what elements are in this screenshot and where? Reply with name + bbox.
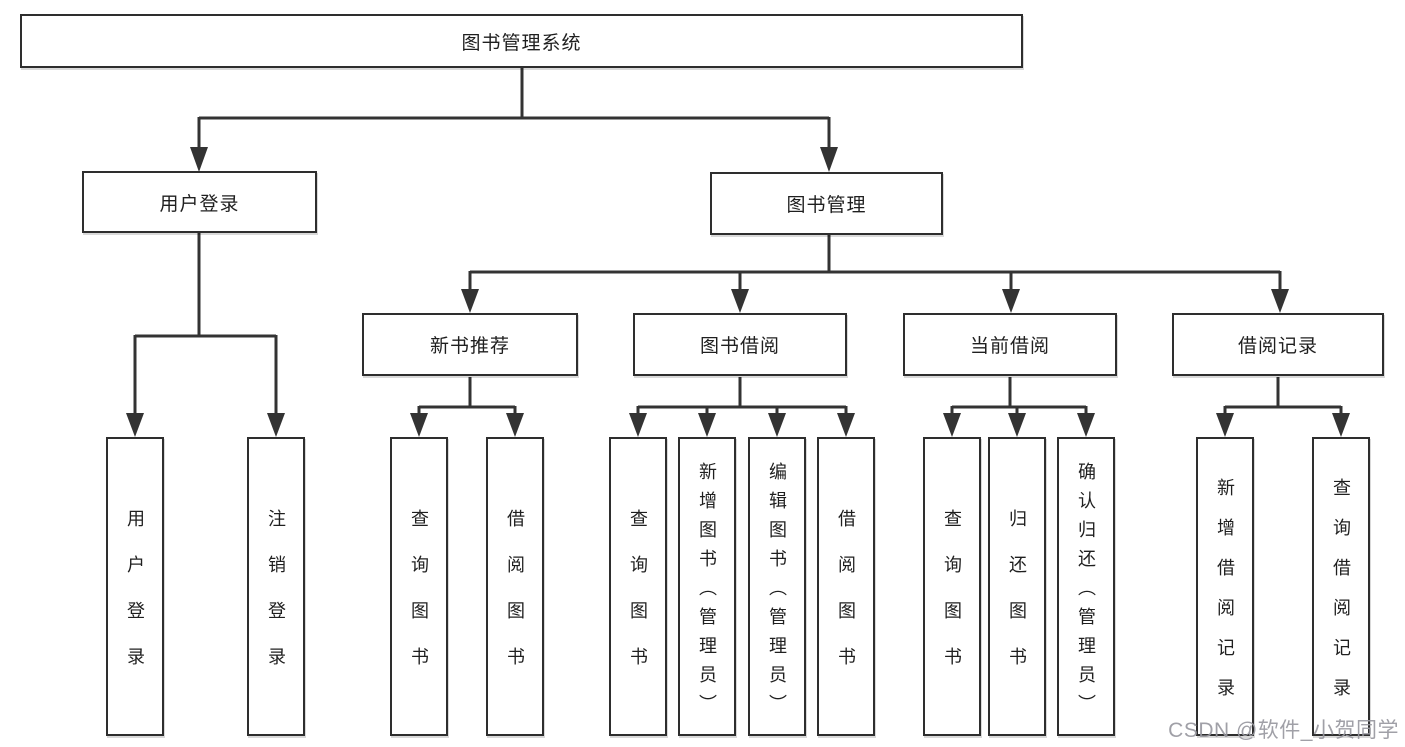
node-user-login: 用户登录 (82, 171, 317, 233)
leaf-borrow-borrow-books-label: 借阅图书 (836, 508, 856, 693)
leaf-borrow-edit-books-admin: 编辑图书（管理员） (748, 437, 806, 736)
leaf-logout-label: 注销登录 (266, 508, 286, 693)
watermark: CSDN @软件_小贺同学 (1168, 719, 1399, 742)
leaf-borrow-borrow-books: 借阅图书 (817, 437, 875, 736)
leaf-logout: 注销登录 (247, 437, 305, 736)
node-borrow-records: 借阅记录 (1172, 313, 1384, 376)
node-root: 图书管理系统 (20, 14, 1023, 68)
node-root-label: 图书管理系统 (461, 32, 582, 54)
node-book-borrow: 图书借阅 (633, 313, 847, 376)
leaf-current-return-books: 归还图书 (988, 437, 1046, 736)
leaf-borrow-edit-books-admin-label: 编辑图书（管理员） (767, 461, 787, 723)
leaf-borrow-add-books-admin-label: 新增图书（管理员） (697, 461, 717, 723)
node-current-borrow-label: 当前借阅 (969, 336, 1050, 357)
leaf-user-login-label: 用户登录 (125, 508, 145, 693)
leaf-borrow-query-books-label: 查询图书 (628, 508, 648, 693)
leaf-recommend-query-books: 查询图书 (390, 437, 448, 736)
leaf-records-add-record: 新增借阅记录 (1196, 437, 1254, 736)
leaf-borrow-query-books: 查询图书 (609, 437, 667, 736)
leaf-records-query-record-label: 查询借阅记录 (1331, 477, 1351, 718)
node-book-management: 图书管理 (710, 172, 943, 235)
node-user-login-label: 用户登录 (159, 193, 240, 215)
node-current-borrow: 当前借阅 (903, 313, 1117, 376)
leaf-records-query-record: 查询借阅记录 (1312, 437, 1370, 736)
leaf-recommend-query-books-label: 查询图书 (409, 508, 429, 693)
leaf-current-query-books-label: 查询图书 (942, 508, 962, 693)
leaf-current-confirm-return-admin-label: 确认归还（管理员） (1076, 461, 1096, 723)
leaf-records-add-record-label: 新增借阅记录 (1215, 477, 1235, 718)
leaf-current-query-books: 查询图书 (923, 437, 981, 736)
node-borrow-records-label: 借阅记录 (1237, 336, 1318, 357)
arrowheads (126, 147, 1350, 437)
leaf-current-confirm-return-admin: 确认归还（管理员） (1057, 437, 1115, 736)
leaf-current-return-books-label: 归还图书 (1007, 508, 1027, 693)
leaf-user-login: 用户登录 (106, 437, 164, 736)
leaf-borrow-add-books-admin: 新增图书（管理员） (678, 437, 736, 736)
node-book-management-label: 图书管理 (786, 195, 867, 216)
node-new-book-recommend: 新书推荐 (362, 313, 578, 376)
node-new-book-recommend-label: 新书推荐 (429, 336, 510, 357)
leaf-recommend-borrow-books: 借阅图书 (486, 437, 544, 736)
leaf-recommend-borrow-books-label: 借阅图书 (505, 508, 525, 693)
node-book-borrow-label: 图书借阅 (699, 336, 780, 357)
